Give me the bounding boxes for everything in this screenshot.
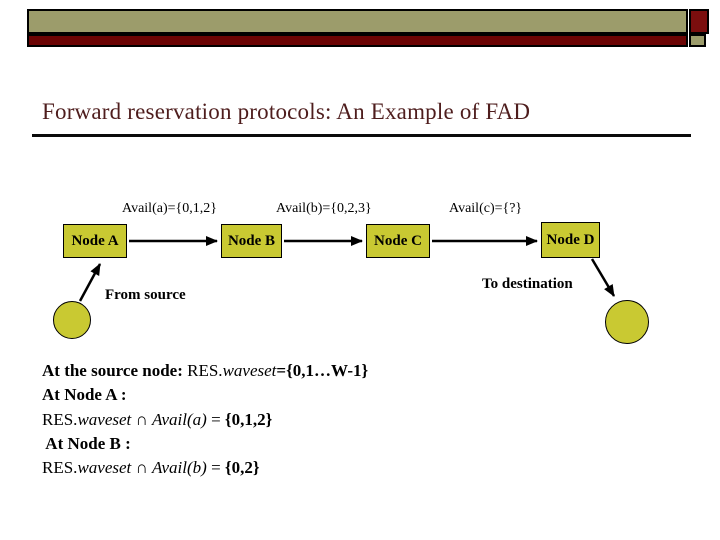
notes-text: waveset xyxy=(77,409,132,429)
slide-title: Forward reservation protocols: An Exampl… xyxy=(42,99,531,124)
notes-text: Avail(b) xyxy=(152,458,207,478)
node-box-a: Node A xyxy=(63,224,127,258)
notes-text: At the source node: xyxy=(42,361,188,380)
node-box-d: Node D xyxy=(541,222,600,258)
notes-text: {0,1,2} xyxy=(224,409,273,429)
notes-line-5: RES.waveset ∩ Avail(b) = {0,2} xyxy=(42,456,368,480)
source-circle xyxy=(53,301,91,339)
notes-line-3: RES.waveset ∩ Avail(a) = {0,1,2} xyxy=(42,408,368,432)
notes-text: ∩ xyxy=(131,458,153,478)
notes-text: ∩ xyxy=(131,409,153,429)
from-source-label: From source xyxy=(105,287,186,303)
notes-text: Avail(a) xyxy=(152,409,207,429)
notes-text: At Node A : xyxy=(42,385,127,405)
arrow-source-to-a xyxy=(78,263,102,302)
notes-block: At the source node: RES.waveset={0,1…W-1… xyxy=(42,359,368,480)
notes-text: waveset xyxy=(77,458,132,478)
title-underline xyxy=(32,134,691,137)
destination-circle xyxy=(605,300,649,344)
node-box-b: Node B xyxy=(221,224,282,258)
notes-line-2: At Node A : xyxy=(42,383,368,407)
notes-text: waveset xyxy=(222,361,277,380)
notes-line-4: At Node B : xyxy=(42,432,368,456)
notes-text: RES. xyxy=(42,458,78,478)
notes-text: ={0,1…W-1} xyxy=(276,361,369,380)
header-bar-maroon xyxy=(27,34,688,47)
notes-text: RES. xyxy=(42,409,78,429)
header-square-olive xyxy=(689,34,706,47)
avail-label-a: Avail(a)={0,1,2} xyxy=(122,201,217,216)
notes-text: = xyxy=(206,409,225,429)
avail-label-c: Avail(c)={?} xyxy=(449,201,523,216)
node-box-c: Node C xyxy=(366,224,430,258)
notes-text: = xyxy=(206,458,225,478)
to-destination-label: To destination xyxy=(482,276,573,292)
header-square-red xyxy=(689,9,709,34)
header-bar-olive xyxy=(27,9,688,34)
notes-text: At Node B : xyxy=(42,433,131,453)
avail-label-b: Avail(b)={0,2,3} xyxy=(276,201,372,216)
notes-text: RES. xyxy=(187,361,223,380)
notes-text: {0,2} xyxy=(224,458,260,478)
notes-line-1: At the source node: RES.waveset={0,1…W-1… xyxy=(42,359,368,383)
arrow-d-to-destination xyxy=(590,258,616,297)
